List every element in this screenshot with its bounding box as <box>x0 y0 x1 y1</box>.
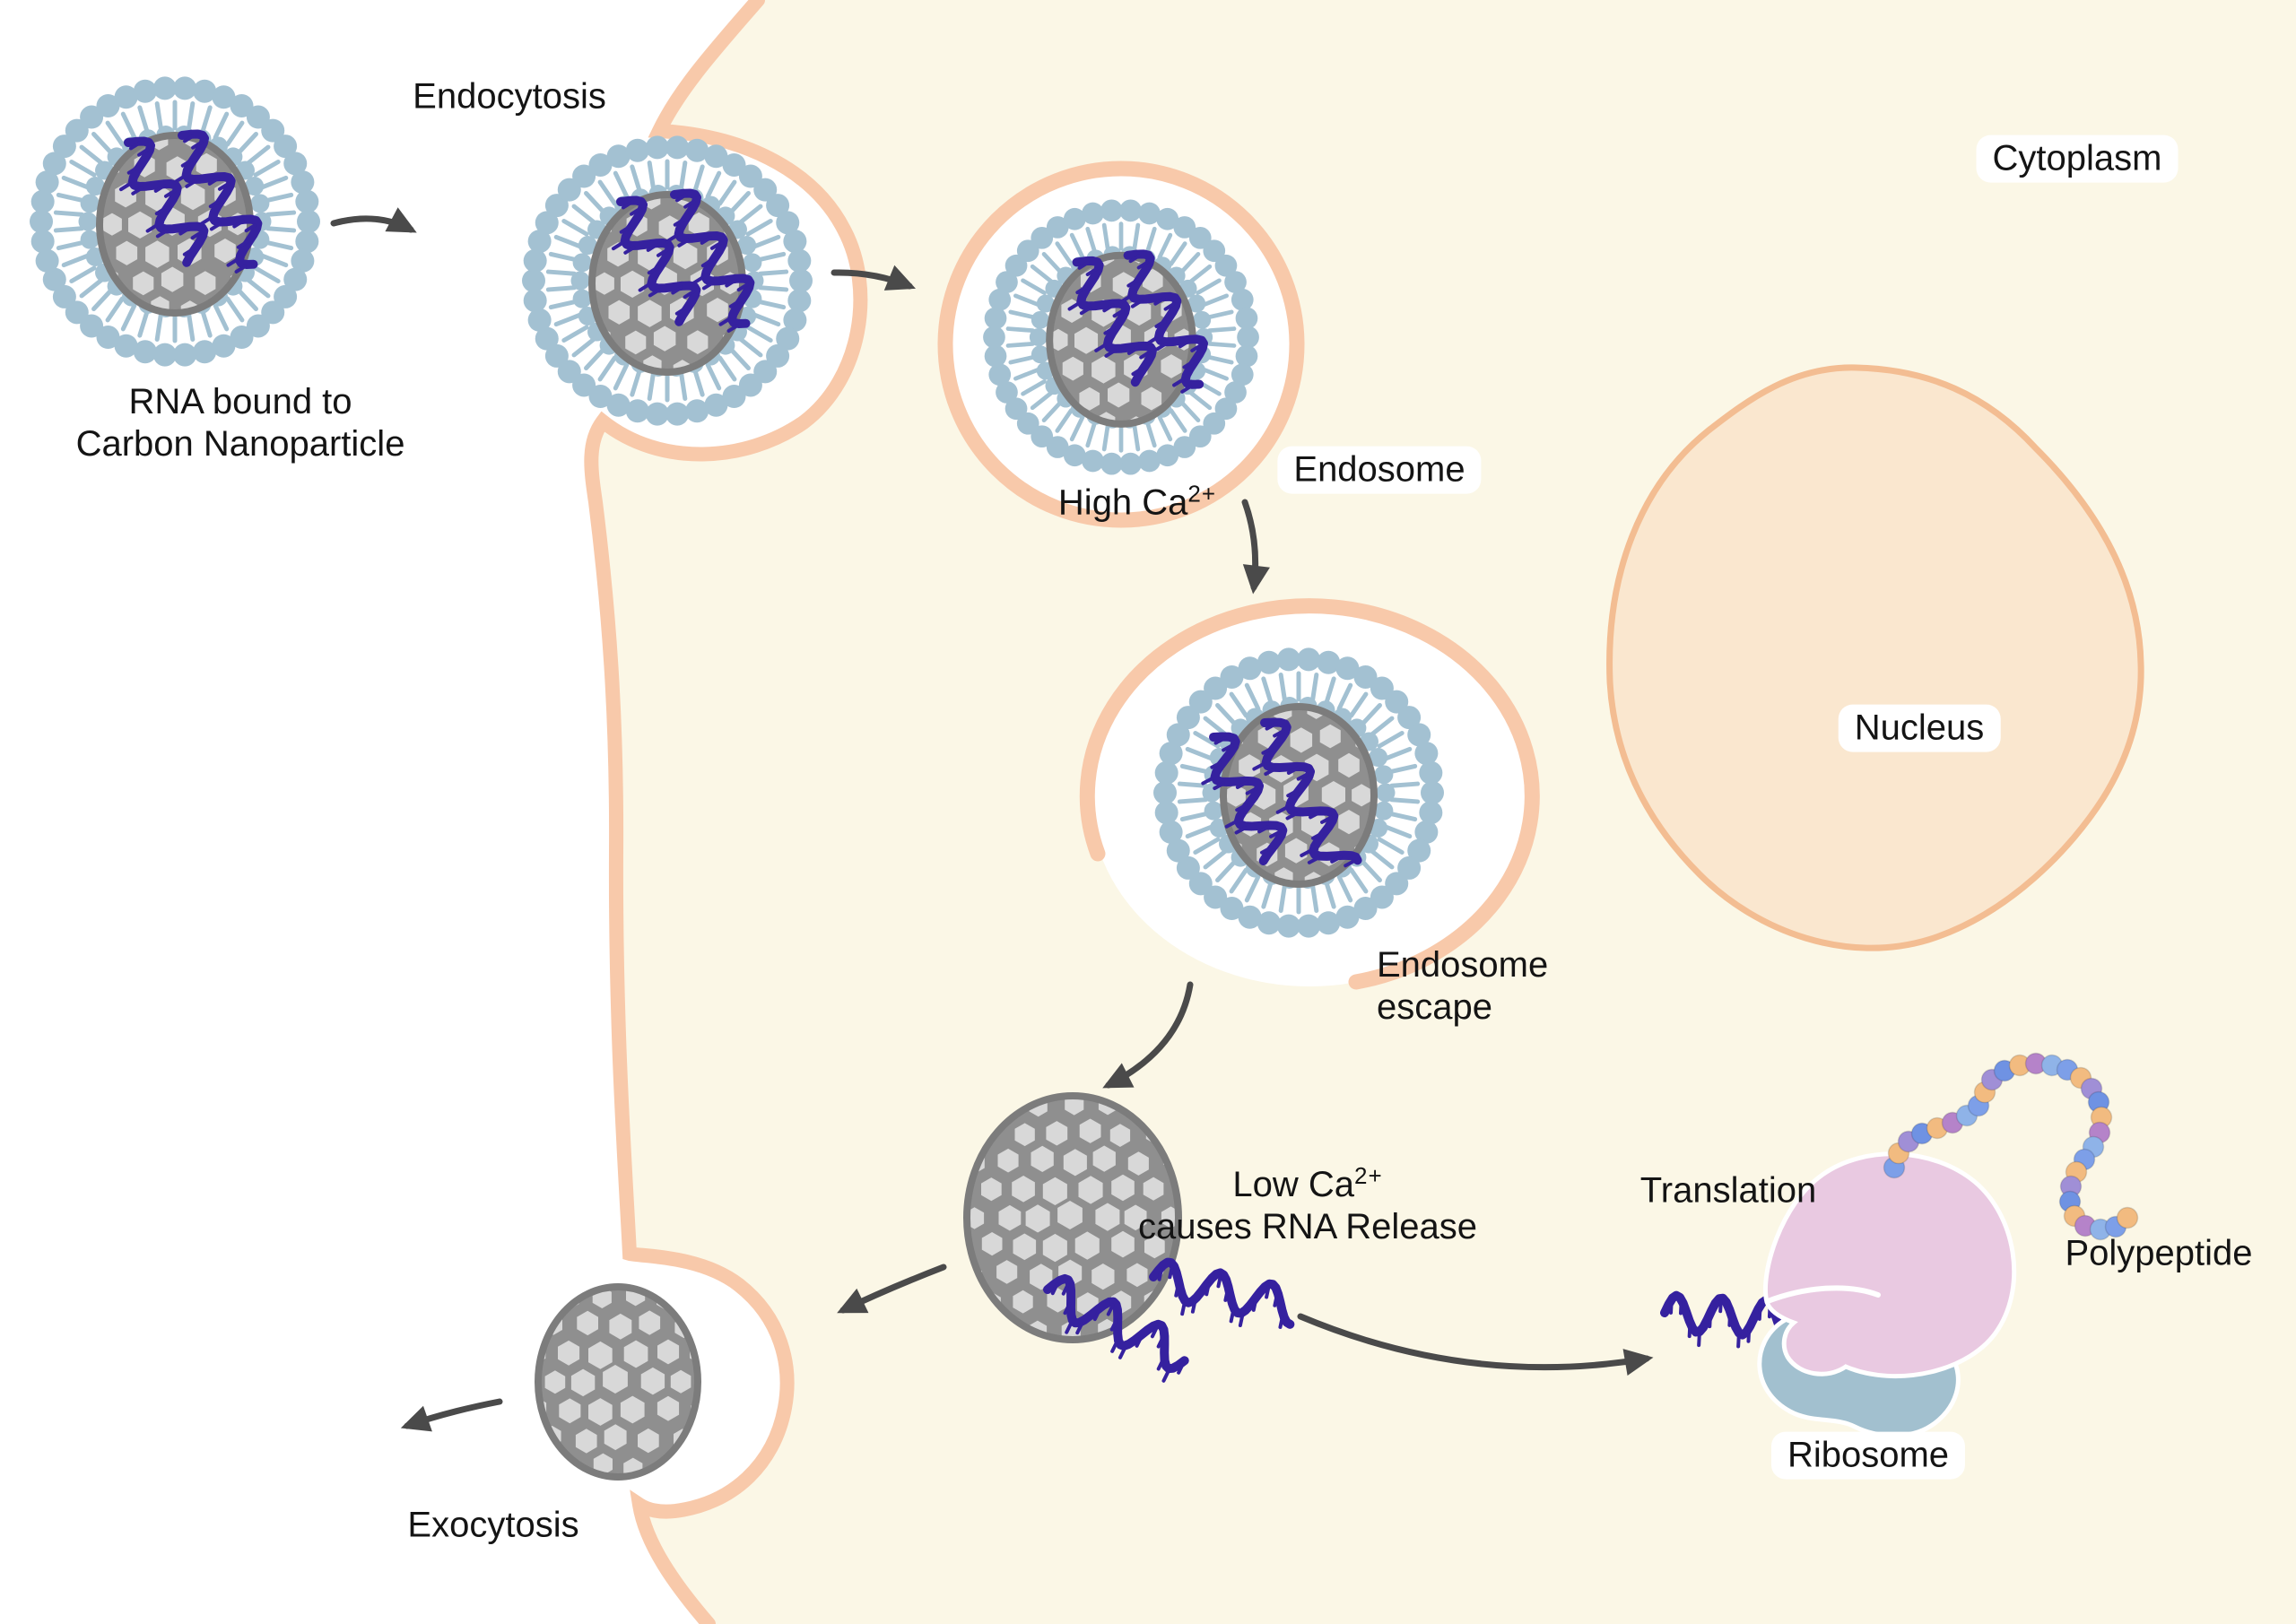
nucleus-body <box>1606 364 2144 951</box>
rna-strand <box>1118 249 1208 394</box>
arrow-to-endocytosis <box>330 207 417 233</box>
endosome-escape-label: Endosome escape <box>1377 944 1548 1029</box>
low-ca-superscript: 2+ <box>1353 1162 1383 1190</box>
arrow-to-escape <box>1241 499 1270 595</box>
arrow-to-exocytosis <box>837 1264 947 1314</box>
translation-label: Translation <box>1639 1170 1817 1211</box>
nanoparticle-released <box>963 1092 1182 1343</box>
ribosome <box>1660 1151 2017 1438</box>
low-ca-text: Low Ca <box>1232 1165 1354 1205</box>
endosome-escape-line2: escape <box>1377 987 1492 1027</box>
rna-strand <box>1067 256 1157 387</box>
polypeptide-label: Polypeptide <box>2065 1233 2253 1273</box>
rna-strand <box>1252 717 1362 868</box>
escaping-vesicle-broken-membrane <box>1079 598 1540 990</box>
arrow-to-release <box>1102 981 1194 1089</box>
low-ca-line2: causes RNA Release <box>1138 1207 1477 1246</box>
endocytosis-label: Endocytosis <box>413 76 606 117</box>
rna-bound-line1: RNA bound to <box>128 382 352 422</box>
nucleus-label: Nucleus <box>1838 704 2001 752</box>
polypeptide-chain <box>1883 1052 2139 1241</box>
arrow-to-endosome <box>831 265 917 291</box>
nanoparticle-endocytosis <box>522 135 813 426</box>
high-ca-label: High Ca2+ <box>1058 481 1216 525</box>
rna-bound-line2: Carbon Nanoparticle <box>75 424 405 464</box>
nanoparticle-with-rna <box>30 76 320 367</box>
rna-strand <box>611 195 701 326</box>
nanoparticle-escaping <box>1153 647 1444 938</box>
rna-strand <box>1149 1257 1295 1329</box>
ribosome-label: Ribosome <box>1770 1431 1966 1480</box>
rna-bound-label: RNA bound to Carbon Nanoparticle <box>76 381 405 465</box>
cell-membrane <box>584 0 868 1624</box>
high-ca-text: High Ca <box>1057 482 1188 523</box>
low-ca-label: Low Ca2+ causes RNA Release <box>1138 1162 1477 1248</box>
exocytosis-label: Exocytosis <box>407 1505 579 1545</box>
endosome-escape-line1: Endosome <box>1377 945 1549 986</box>
rna-strand <box>665 188 755 333</box>
rna-strand <box>1201 732 1288 866</box>
nanoparticle-in-endosome <box>983 199 1259 475</box>
rna-strand <box>1043 1273 1189 1383</box>
low-ca-line1: Low Ca2+ <box>1138 1162 1477 1206</box>
cytoplasm-label: Cytoplasm <box>1976 135 2179 183</box>
ribosome-mrna-channel <box>1765 1285 1881 1304</box>
arrow-to-translation <box>1297 1313 1654 1376</box>
ribosome-large-subunit <box>1763 1151 2017 1378</box>
endosome-label: Endosome <box>1277 446 1482 494</box>
high-ca-superscript: 2+ <box>1187 480 1217 508</box>
arrow-exiting-cell <box>400 1398 503 1432</box>
rna-strand <box>118 136 209 267</box>
rna-strand <box>172 129 263 274</box>
